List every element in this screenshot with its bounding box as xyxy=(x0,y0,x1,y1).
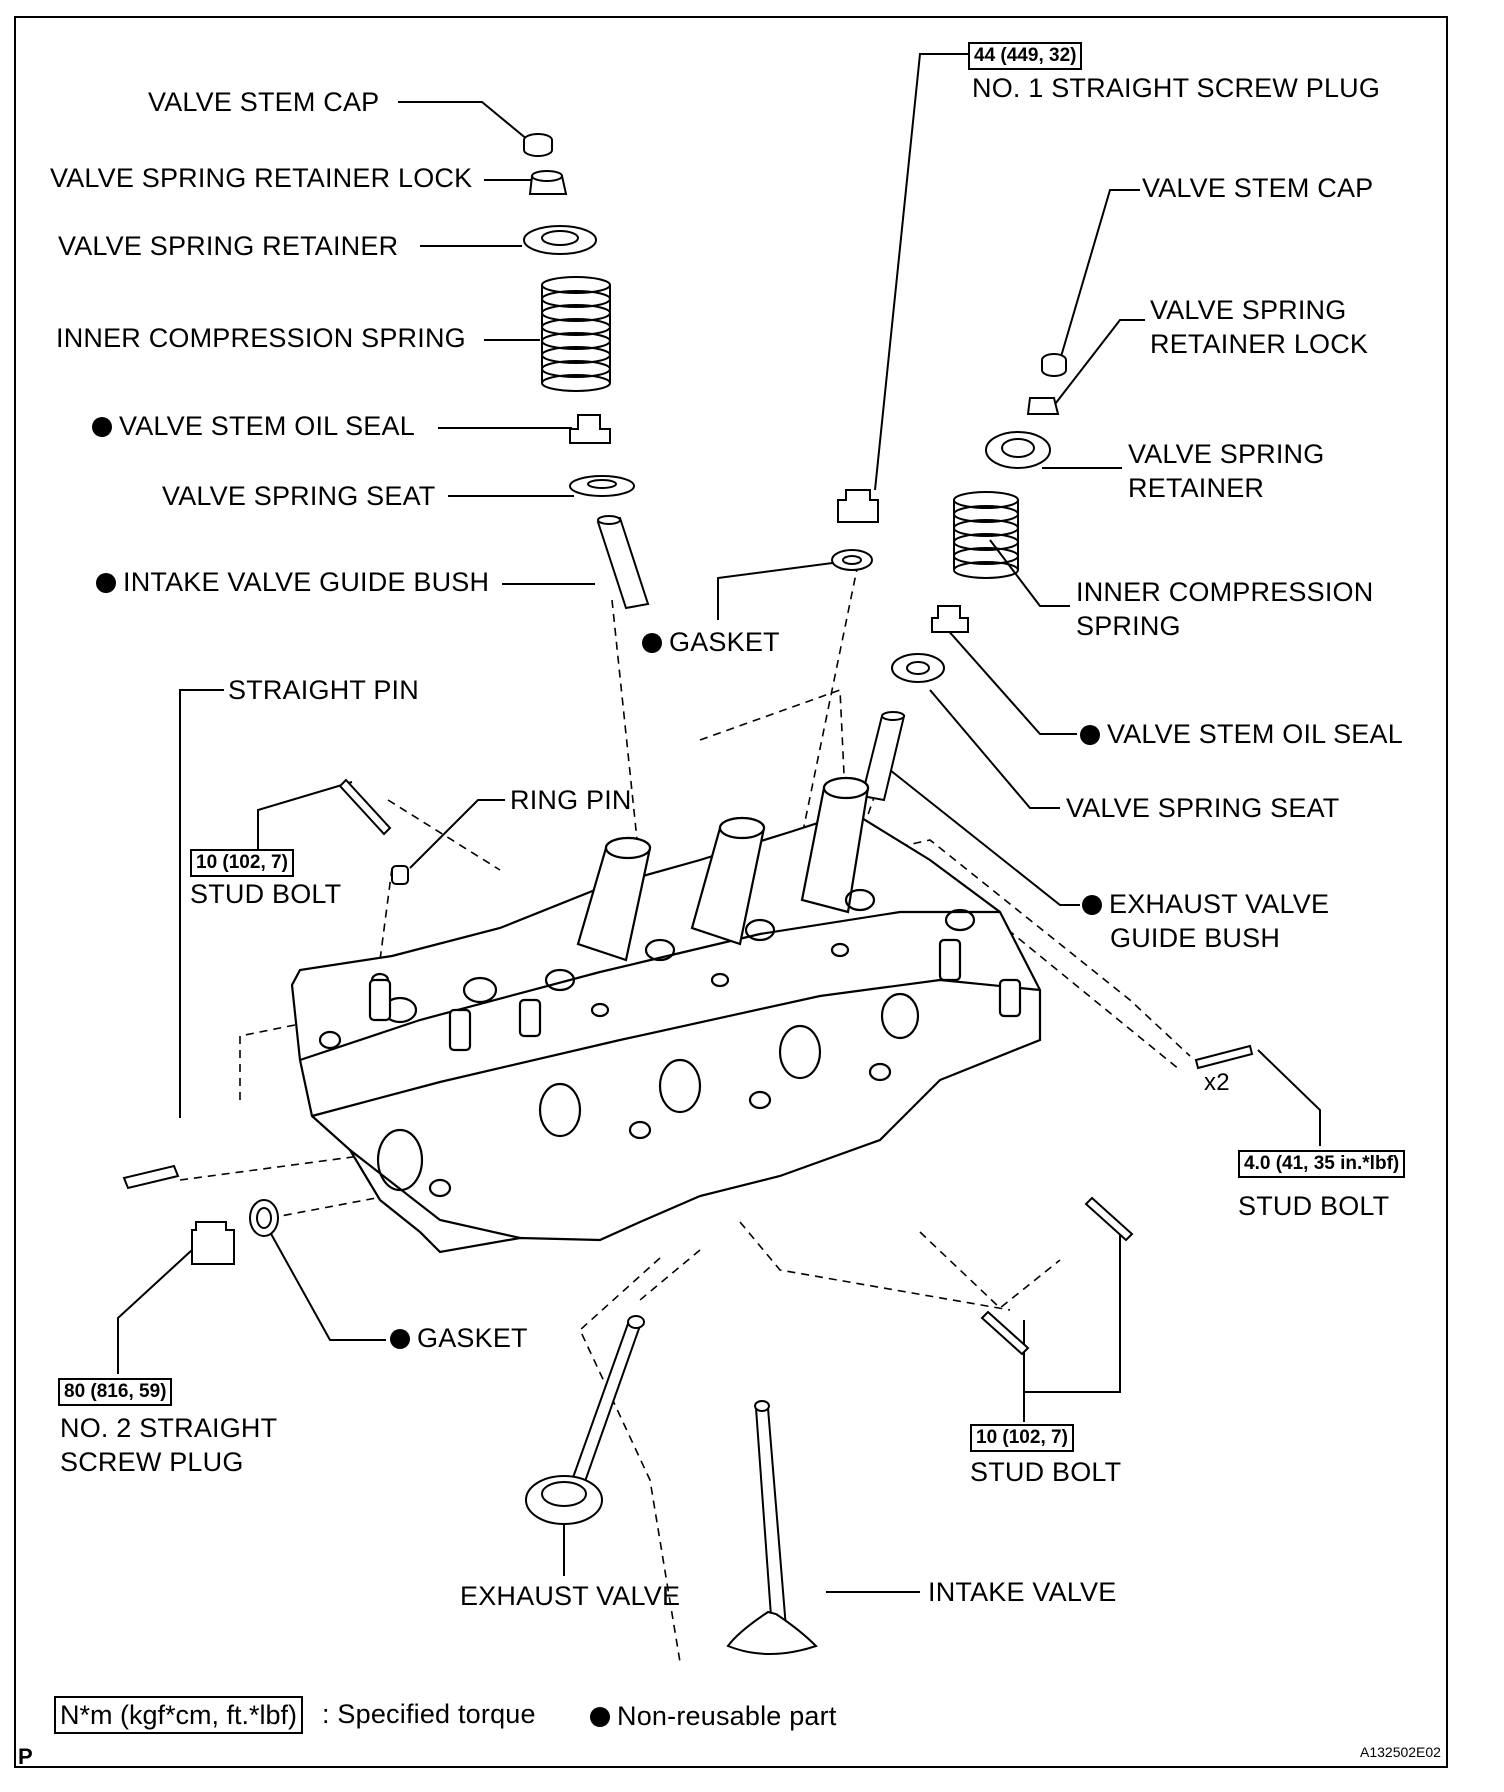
legend-nonreusable: Non-reusable part xyxy=(590,1700,837,1733)
legend-torque-text: : Specified torque xyxy=(322,1699,536,1729)
torque-no1-straight-screw-plug: 44 (449, 32) xyxy=(968,42,1083,70)
label-valve-spring-retainer-lock-left: VALVE SPRING RETAINER LOCK xyxy=(50,163,473,193)
leader-spring-seat-right xyxy=(929,689,1060,809)
leader-exhaust-guide-bush xyxy=(889,769,1080,906)
label-inner-compression-spring-left: INNER COMPRESSION SPRING xyxy=(56,323,466,353)
torque-stud-bolt-right: 4.0 (41, 35 in.*lbf) xyxy=(1238,1150,1406,1178)
torque-stud-bolt-bottom: 10 (102, 7) xyxy=(970,1424,1074,1452)
leader-gasket-top xyxy=(717,561,841,620)
non-reusable-dot-icon xyxy=(92,417,112,437)
label-inner-compression-spring-right-1: INNER COMPRESSION xyxy=(1076,577,1374,607)
label-text: EXHAUST VALVE xyxy=(1109,889,1330,919)
label-valve-spring-retainer-lock-right-1: VALVE SPRING xyxy=(1150,295,1347,325)
label-gasket-bottom: GASKET xyxy=(390,1322,528,1355)
leader-gasket-bottom xyxy=(269,1231,386,1341)
label-text: VALVE STEM OIL SEAL xyxy=(119,411,415,441)
label-exhaust-valve-guide-bush-1: EXHAUST VALVE xyxy=(1082,888,1329,921)
leader-stud-bolt-right xyxy=(1257,1049,1321,1146)
label-valve-spring-retainer-lock-right-2: RETAINER LOCK xyxy=(1150,329,1369,359)
label-valve-stem-oil-seal-right: VALVE STEM OIL SEAL xyxy=(1080,718,1403,751)
label-valve-stem-oil-seal-left: VALVE STEM OIL SEAL xyxy=(92,410,415,443)
label-no1-straight-screw-plug: NO. 1 STRAIGHT SCREW PLUG xyxy=(972,73,1381,103)
leader-retainer-lock-right xyxy=(1051,319,1145,409)
leader-no2-plug xyxy=(117,1249,193,1374)
label-valve-spring-seat-right: VALVE SPRING SEAT xyxy=(1066,793,1340,823)
torque-stud-bolt-left: 10 (102, 7) xyxy=(190,849,294,877)
leader-straight-pin xyxy=(179,689,224,1118)
non-reusable-dot-icon xyxy=(96,573,116,593)
label-stud-bolt-right: STUD BOLT xyxy=(1238,1191,1390,1221)
label-straight-pin: STRAIGHT PIN xyxy=(228,675,419,705)
leader-oil-seal-right xyxy=(945,627,1077,735)
non-reusable-dot-icon xyxy=(390,1329,410,1349)
label-inner-compression-spring-right-2: SPRING xyxy=(1076,611,1181,641)
leader-valve-stem-cap-left xyxy=(398,101,529,141)
label-intake-valve-guide-bush: INTAKE VALVE GUIDE BUSH xyxy=(96,566,489,599)
label-valve-stem-cap-right: VALVE STEM CAP xyxy=(1142,173,1374,203)
label-intake-valve: INTAKE VALVE xyxy=(928,1577,1117,1607)
label-valve-stem-cap-left: VALVE STEM CAP xyxy=(148,87,380,117)
non-reusable-dot-icon xyxy=(1080,725,1100,745)
label-stud-bolt-bottom: STUD BOLT xyxy=(970,1457,1122,1487)
leader-no1-plug xyxy=(874,53,970,491)
leader-stud-bolt-left xyxy=(257,781,353,850)
label-text: INTAKE VALVE GUIDE BUSH xyxy=(123,567,490,597)
label-exhaust-valve: EXHAUST VALVE xyxy=(460,1581,681,1611)
label-text: GASKET xyxy=(417,1323,528,1353)
label-no2-straight-screw-plug-1: NO. 2 STRAIGHT xyxy=(60,1413,278,1443)
legend-nonreusable-text: Non-reusable part xyxy=(617,1701,837,1731)
label-text: GASKET xyxy=(669,627,780,657)
legend-torque-unit-box: N*m (kgf*cm, ft.*lbf) xyxy=(54,1696,304,1734)
footer-left-code: P xyxy=(18,1744,33,1769)
label-valve-spring-retainer-left: VALVE SPRING RETAINER xyxy=(58,231,399,261)
label-ring-pin: RING PIN xyxy=(510,785,632,815)
label-x2: x2 xyxy=(1204,1069,1230,1096)
non-reusable-dot-icon xyxy=(642,633,662,653)
leader-stud-bolt-bottom xyxy=(1023,1228,1121,1422)
label-valve-spring-retainer-right-1: VALVE SPRING xyxy=(1128,439,1325,469)
label-valve-spring-seat-left: VALVE SPRING SEAT xyxy=(162,481,436,511)
non-reusable-dot-icon xyxy=(590,1707,610,1727)
label-exhaust-valve-guide-bush-2: GUIDE BUSH xyxy=(1110,923,1281,953)
label-gasket-top: GASKET xyxy=(642,626,780,659)
label-text: VALVE STEM OIL SEAL xyxy=(1107,719,1403,749)
label-valve-spring-retainer-right-2: RETAINER xyxy=(1128,473,1265,503)
leader-ring-pin xyxy=(409,799,505,869)
leader-valve-stem-cap-right xyxy=(1059,189,1140,361)
non-reusable-dot-icon xyxy=(1082,895,1102,915)
torque-no2-straight-screw-plug: 80 (816, 59) xyxy=(58,1378,173,1406)
diagram-frame xyxy=(14,16,1448,1768)
label-stud-bolt-left: STUD BOLT xyxy=(190,879,342,909)
figure-code: A132502E02 xyxy=(1360,1744,1441,1760)
label-no2-straight-screw-plug-2: SCREW PLUG xyxy=(60,1447,244,1477)
